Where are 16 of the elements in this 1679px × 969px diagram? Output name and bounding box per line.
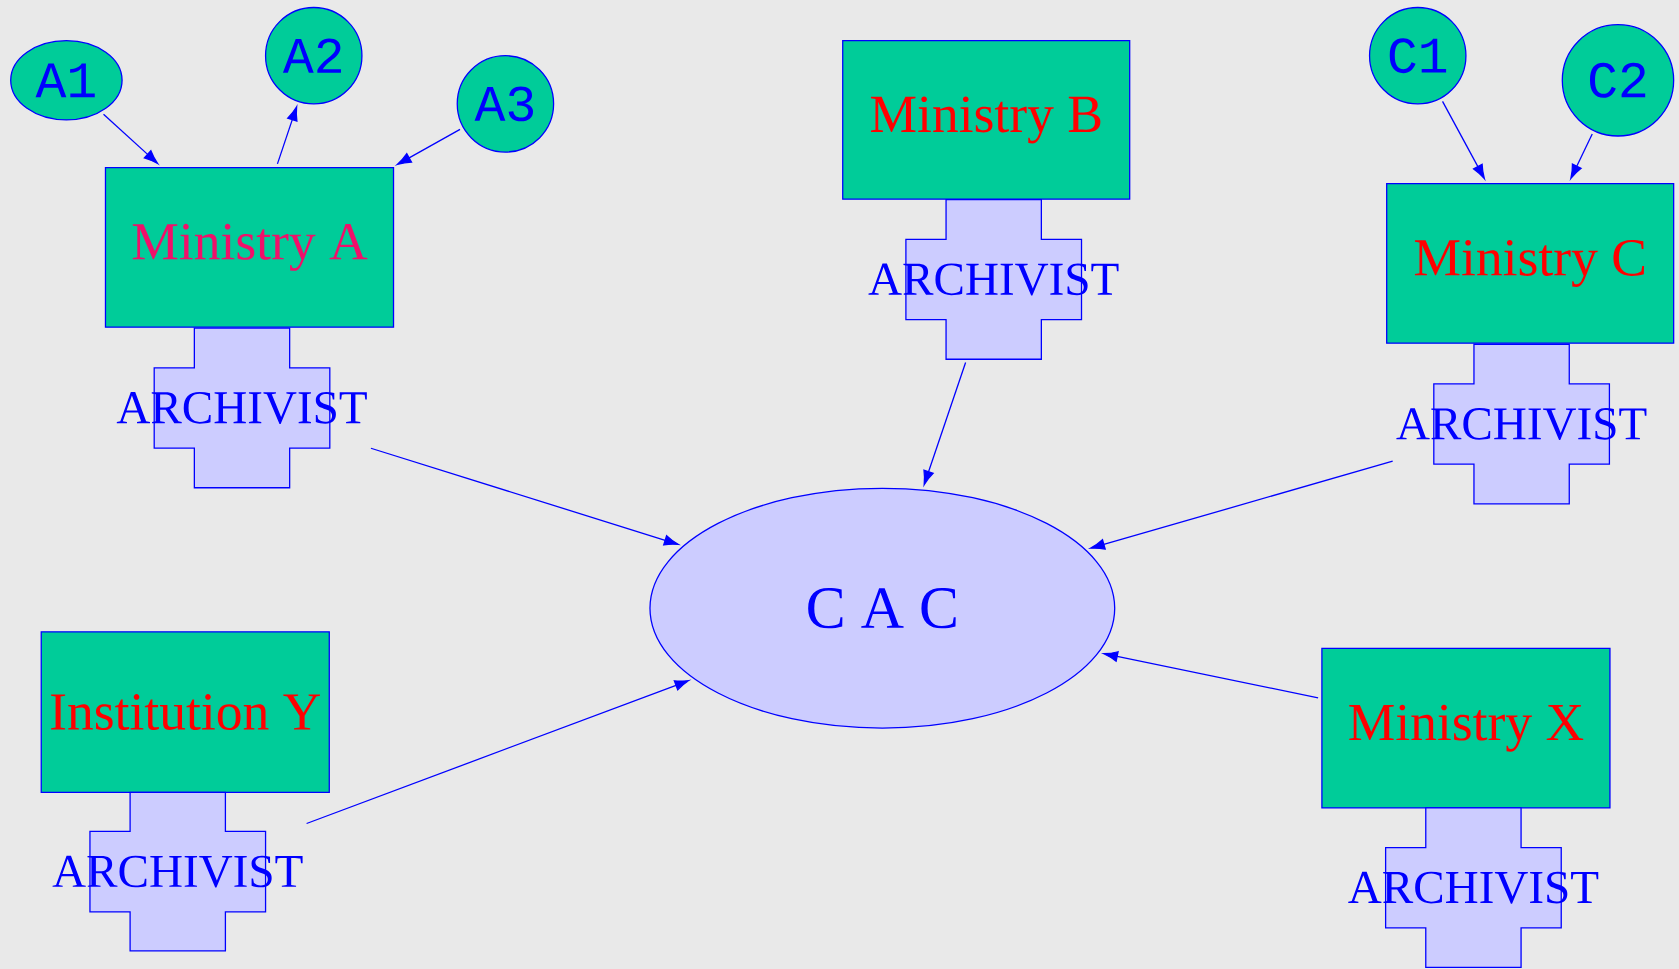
arrow [306,679,690,825]
arrow [1103,651,1319,699]
arrow [396,128,461,166]
arrow [1090,460,1394,550]
arrow [1570,133,1593,180]
ministry-box: Institution Y [40,631,330,793]
arrow [370,447,679,546]
ministry-box: Ministry A [104,166,395,328]
arrow [923,361,967,486]
label-oval: A1 [10,40,123,121]
arrow [1441,100,1485,180]
ministry-box: Ministry C [1386,182,1675,344]
ministry-box: Ministry B [842,40,1131,200]
ministry-box: Ministry X [1321,647,1611,809]
arrow [276,106,298,165]
arrow [102,113,159,165]
